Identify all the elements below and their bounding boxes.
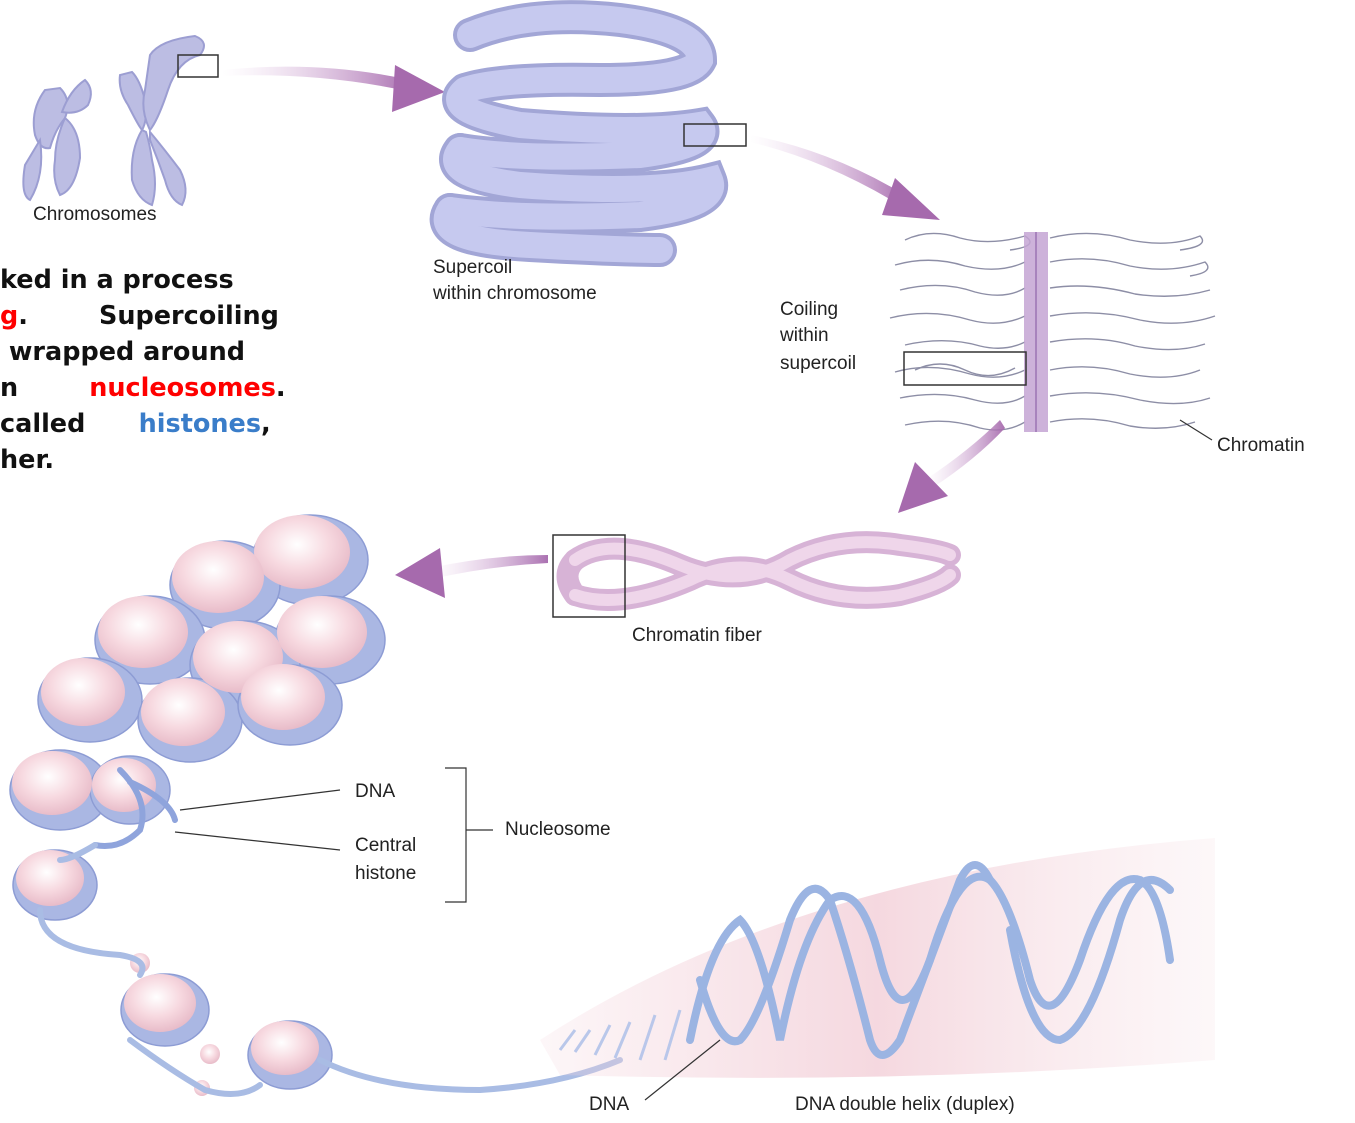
paragraph-line: called histones, (0, 406, 392, 442)
nucleosome-cluster-illustration (10, 515, 620, 1096)
nucleosome-label: Nucleosome (505, 818, 611, 842)
paragraph-segment: . Supercoiling (18, 301, 279, 331)
paragraph-segment: called (0, 409, 139, 439)
chromatin-scaffold (1024, 232, 1048, 432)
paragraph-line: wrapped around (0, 334, 392, 370)
chromosomes-label: Chromosomes (33, 203, 157, 227)
dna-helix-illustration (540, 838, 1215, 1078)
dna-label-top: DNA (355, 780, 395, 804)
paragraph-segment: g (0, 301, 18, 331)
supercoil-label-line1: Supercoil (433, 256, 512, 280)
paragraph-segment: nucleosomes (89, 373, 276, 403)
supercoil-illustration (447, 17, 711, 250)
paragraph-line: her. (0, 442, 392, 478)
coiling-label-line2: within (780, 324, 829, 348)
arrow-supercoil-to-coiling (750, 135, 940, 220)
chromatin-loops-illustration (890, 233, 1215, 430)
supercoil-label-line2: within chromosome (433, 282, 597, 306)
chromosomes-illustration (23, 36, 204, 205)
arrow-coiling-to-fiber (898, 420, 1005, 513)
paragraph-line: ked in a process (0, 262, 392, 298)
central-histone-label-line1: Central (355, 834, 416, 858)
arrow-fiber-to-nucleosomes (395, 548, 548, 598)
double-helix-label: DNA double helix (duplex) (795, 1093, 1015, 1117)
dna-label-bottom: DNA (589, 1093, 629, 1117)
chromatin-fiber-label: Chromatin fiber (632, 624, 762, 648)
coiling-zoom-inner-loop (915, 364, 1015, 376)
paragraph-segment: wrapped around (0, 337, 245, 367)
chromatin-label: Chromatin (1217, 434, 1305, 458)
coiling-label-line1: Coiling (780, 298, 838, 322)
paragraph-segment: histones (139, 409, 261, 439)
arrow-chromosome-to-supercoil (222, 65, 445, 112)
central-histone-label-line2: histone (355, 862, 416, 886)
paragraph-line: n nucleosomes. (0, 370, 392, 406)
paragraph-segment: , (261, 409, 271, 439)
paragraph-segment: n (0, 373, 89, 403)
coiling-zoom-box (904, 352, 1026, 385)
coiling-label-line3: supercoil (780, 352, 856, 376)
paragraph-line: g. Supercoiling (0, 298, 392, 334)
paragraph-segment: ked in a process (0, 265, 234, 295)
paragraph-segment: . (276, 373, 286, 403)
chromatin-pointer-line (1180, 420, 1212, 440)
paragraph-segment: her. (0, 445, 54, 475)
